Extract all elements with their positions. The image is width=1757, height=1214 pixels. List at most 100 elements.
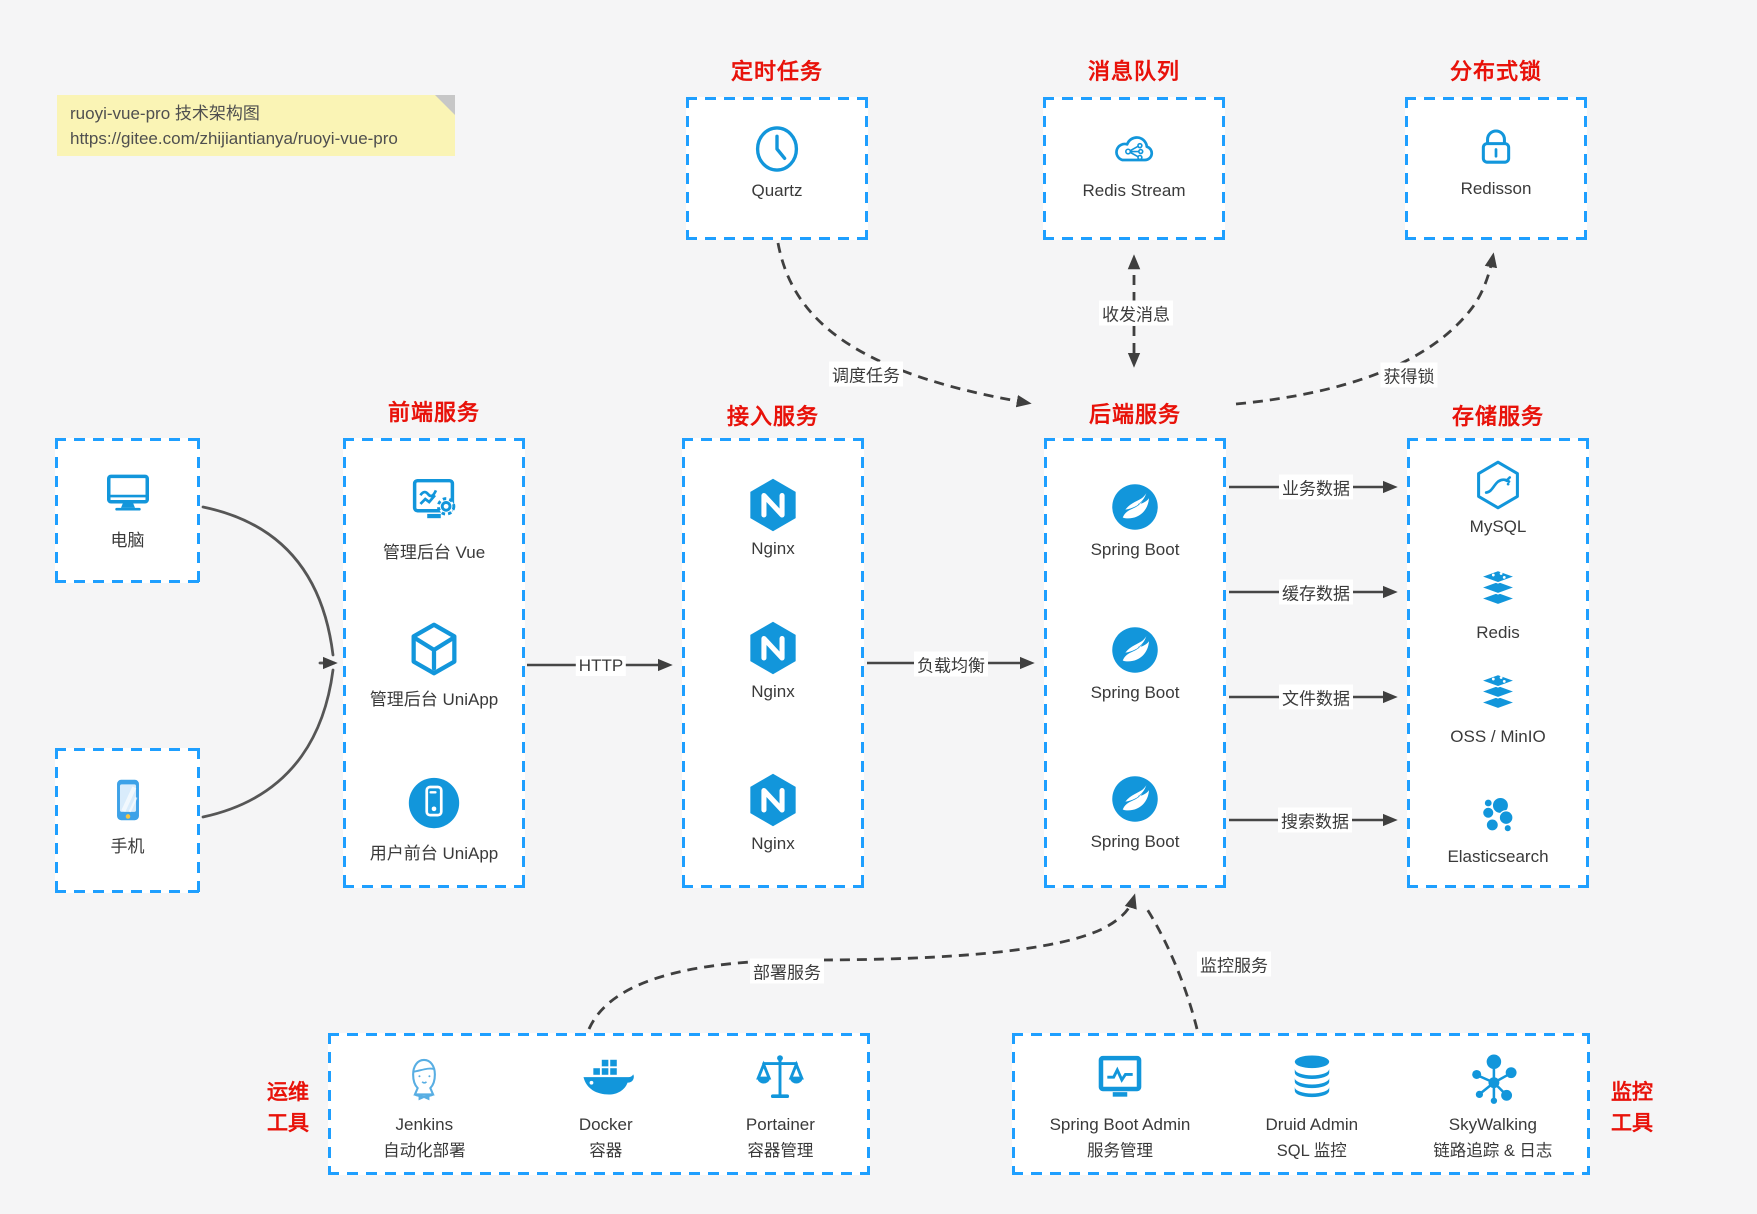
edge-label-schedule: 调度任务 [829, 361, 903, 387]
springboot-label: Spring Boot [1090, 832, 1180, 851]
edge-label-http: HTTP [575, 656, 627, 676]
elasticsearch-icon [1481, 796, 1514, 833]
phone-icon [116, 779, 139, 821]
gateway-box: Nginx Nginx Nginx [682, 438, 864, 888]
title-message-queue: 消息队列 [1087, 59, 1180, 84]
druid-admin-name: Druid Admin [1265, 1115, 1359, 1134]
node-nginx-3: Nginx [682, 771, 864, 854]
lock-icon [1481, 129, 1511, 164]
note-url: https://gitee.com/zhijiantianya/ruoyi-vu… [70, 128, 398, 148]
pc-client-box: 电脑 [55, 438, 200, 583]
redisson-box: Redisson [1405, 97, 1587, 240]
portainer-desc: 容器管理 [747, 1142, 814, 1160]
ops-tools-box: Jenkins 自动化部署 Docker 容器 [328, 1033, 870, 1175]
skywalking-name: SkyWalking [1448, 1115, 1537, 1134]
note-fold-corner [435, 95, 455, 115]
redis-label: Redis [1476, 623, 1520, 642]
node-oss-minio: OSS / MinIO [1407, 672, 1589, 747]
backend-box: Spring Boot Spring Boot Spring Boot [1044, 438, 1226, 888]
node-skywalking: SkyWalking 链路追踪 & 日志 [1433, 1049, 1552, 1161]
redis-stack-icon [1478, 569, 1518, 606]
quartz-box: Quartz [686, 97, 868, 240]
node-springboot-2: Spring Boot [1044, 622, 1226, 703]
ops-tools-side-label: 运维 工具 [252, 1077, 324, 1139]
mysql-icon [1477, 460, 1519, 510]
node-portainer: Portainer 容器管理 [746, 1049, 815, 1161]
monitor-side-line1: 监控 [1611, 1081, 1653, 1104]
jenkins-desc: 自动化部署 [383, 1142, 466, 1160]
node-spring-boot-admin: Spring Boot Admin 服务管理 [1049, 1049, 1191, 1161]
node-springboot-3: Spring Boot [1044, 771, 1226, 852]
edge-label-file: 文件数据 [1279, 684, 1353, 710]
node-druid-admin: Druid Admin SQL 监控 [1265, 1049, 1359, 1161]
note-title: ruoyi-vue-pro 技术架构图 [70, 104, 260, 123]
node-admin-uniapp: 管理后台 UniApp [343, 618, 525, 710]
elasticsearch-label: Elasticsearch [1447, 847, 1549, 866]
title-storage: 存储服务 [1451, 404, 1544, 429]
clock-icon [755, 126, 799, 172]
portainer-name: Portainer [745, 1115, 815, 1134]
skywalking-icon [1471, 1054, 1517, 1104]
oss-stack-icon [1478, 673, 1518, 710]
spring-boot-admin-desc: 服务管理 [1086, 1142, 1153, 1160]
connector-phone-to-frontend [201, 668, 335, 819]
quartz-label: Quartz [751, 181, 803, 200]
connector-pc-to-frontend [201, 505, 335, 657]
mysql-label: MySQL [1469, 517, 1527, 536]
node-admin-vue: 管理后台 Vue [343, 471, 525, 563]
user-uniapp-label: 用户前台 UniApp [369, 844, 499, 863]
docker-icon [583, 1058, 634, 1095]
monitor-side-line2: 工具 [1611, 1112, 1653, 1135]
docker-name: Docker [578, 1115, 633, 1134]
title-gateway: 接入服务 [726, 404, 819, 429]
edge-label-message: 收发消息 [1099, 300, 1173, 326]
nginx-label: Nginx [751, 834, 795, 853]
druid-database-icon [1294, 1055, 1330, 1098]
cloud-stream-icon [1115, 136, 1154, 162]
connector-deploy [587, 893, 1137, 1030]
frontend-box: 管理后台 Vue 管理后台 UniApp 用户前台 UniApp [343, 438, 525, 888]
connector-schedule-task [776, 242, 1032, 408]
admin-vue-icon [412, 478, 456, 519]
redisson-label: Redisson [1460, 179, 1532, 198]
pc-label: 电脑 [110, 531, 145, 550]
edge-label-deploy: 部署服务 [750, 958, 824, 984]
title-frontend: 前端服务 [387, 400, 480, 425]
sticky-note: ruoyi-vue-pro 技术架构图 https://gitee.com/zh… [57, 95, 455, 156]
connector-get-lock [1235, 252, 1498, 406]
jenkins-icon [412, 1058, 437, 1101]
uniapp-cube-icon [411, 622, 457, 676]
node-redis: Redis [1407, 568, 1589, 643]
nginx-label: Nginx [751, 682, 795, 701]
spring-boot-icon [1112, 627, 1158, 673]
admin-uniapp-label: 管理后台 UniApp [369, 690, 499, 709]
edge-label-load-balance: 负载均衡 [914, 651, 988, 677]
node-docker: Docker 容器 [576, 1049, 636, 1161]
spring-boot-admin-name: Spring Boot Admin [1049, 1115, 1191, 1134]
oss-minio-label: OSS / MinIO [1450, 727, 1546, 746]
nginx-icon [750, 621, 796, 675]
node-elasticsearch: Elasticsearch [1407, 790, 1589, 867]
edge-label-search: 搜索数据 [1278, 807, 1352, 833]
spring-boot-icon [1112, 484, 1158, 530]
node-springboot-1: Spring Boot [1044, 479, 1226, 560]
storage-box: MySQL Redis OSS / Mi [1407, 438, 1589, 888]
portainer-scales-icon [756, 1055, 805, 1099]
jenkins-name: Jenkins [395, 1115, 454, 1134]
spring-boot-icon [1112, 776, 1158, 822]
springboot-label: Spring Boot [1090, 683, 1180, 702]
nginx-label: Nginx [751, 539, 795, 558]
ops-side-line2: 工具 [267, 1112, 309, 1135]
title-distributed-lock: 分布式锁 [1449, 59, 1542, 84]
redis-stream-label: Redis Stream [1082, 181, 1186, 200]
redis-stream-box: Redis Stream [1043, 97, 1225, 240]
edge-label-business: 业务数据 [1279, 474, 1353, 500]
nginx-icon [750, 773, 796, 827]
docker-desc: 容器 [589, 1142, 623, 1160]
node-user-uniapp: 用户前台 UniApp [343, 772, 525, 864]
title-backend: 后端服务 [1088, 402, 1181, 427]
druid-admin-desc: SQL 监控 [1276, 1142, 1347, 1160]
desktop-icon [106, 474, 149, 511]
phone-label: 手机 [110, 837, 145, 856]
